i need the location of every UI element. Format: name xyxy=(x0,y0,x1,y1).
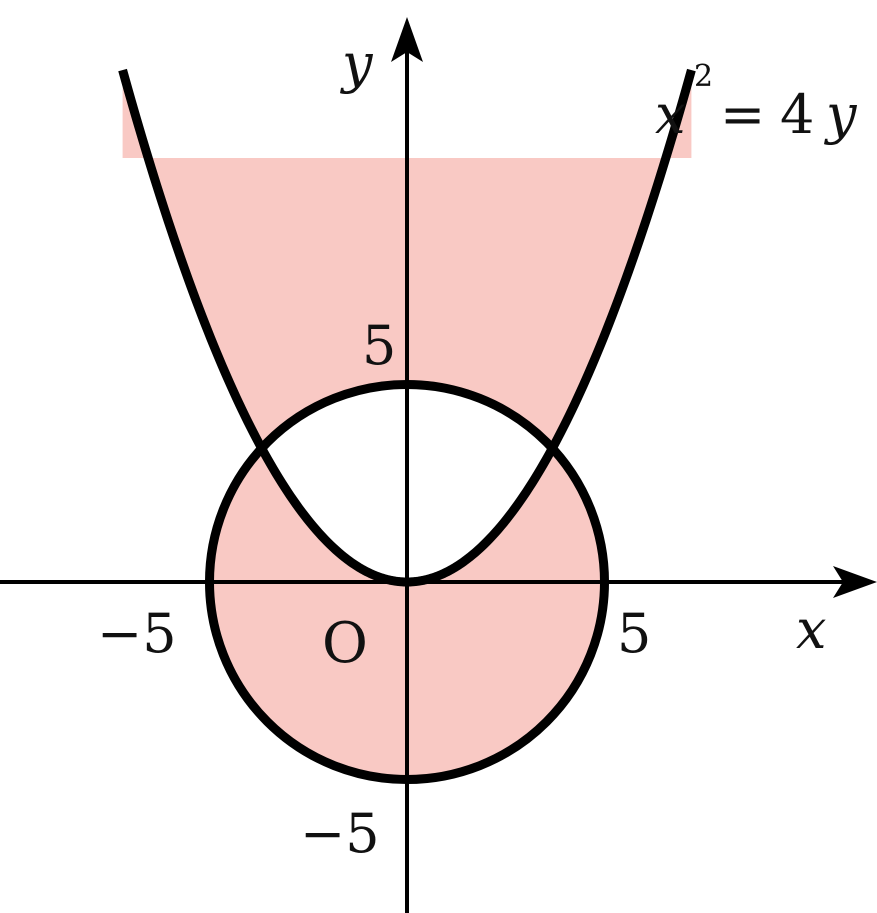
equation-x: x xyxy=(655,83,685,146)
y-tick-label-positive: 5 xyxy=(362,314,396,377)
equation-y: y xyxy=(824,83,858,146)
parabola-curve xyxy=(118,68,696,587)
parabola-equation-label: x 2 = 4 y xyxy=(655,59,858,146)
origin-label: O xyxy=(322,611,368,676)
equation-exponent: 2 xyxy=(694,59,713,94)
circle-curve xyxy=(205,380,609,784)
equation-coefficient: 4 xyxy=(780,83,814,146)
equation-equals: = xyxy=(720,83,765,146)
x-tick-label-negative: −5 xyxy=(97,602,177,665)
x-axis-label: x xyxy=(796,598,826,661)
x-tick-label-positive: 5 xyxy=(617,602,651,665)
x-axis-arrow xyxy=(833,566,877,598)
region-circle-below-parabola xyxy=(209,384,605,780)
y-axis-label: y xyxy=(340,32,374,95)
axes xyxy=(0,17,877,913)
y-axis-arrow xyxy=(391,17,423,62)
y-tick-label-negative: −5 xyxy=(300,802,380,865)
